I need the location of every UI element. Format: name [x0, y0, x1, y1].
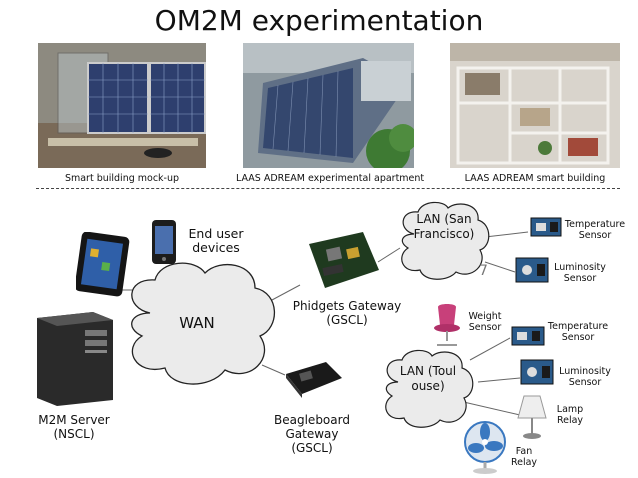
mockup-caption: Smart building mock-up — [64, 173, 180, 184]
sf-temperature-label: Temperature Sensor — [564, 219, 626, 241]
section-divider — [36, 188, 620, 189]
phidgets-board-icon — [303, 230, 383, 292]
chair-icon — [432, 303, 464, 347]
smartphone-icon — [150, 218, 178, 266]
mockup-photo — [38, 43, 206, 168]
temperature-sensor-icon — [530, 216, 562, 238]
lan-toulouse-cloud — [380, 348, 476, 430]
phidgets-gateway-label: Phidgets Gateway (GSCL) — [292, 299, 402, 327]
smart-building-photo — [450, 43, 620, 168]
lan-toulouse-label: LAN (Toulouse) — [388, 364, 468, 394]
temperature-sensor-icon — [511, 325, 545, 347]
wan-cloud — [120, 258, 280, 390]
apartment-photo — [243, 43, 414, 168]
weight-sensor-label: Weight Sensor — [468, 311, 502, 333]
tablet-icon — [76, 232, 132, 298]
lan-toulouse-text: LAN (Toulouse) — [399, 364, 457, 393]
lan-sf-cloud — [396, 200, 492, 282]
lan-sf-text: LAN (San Francisco) — [413, 212, 475, 241]
lan-sf-label: LAN (San Francisco) — [404, 212, 484, 242]
toulouse-temperature-label: Temperature Sensor — [547, 321, 609, 343]
lamp-icon — [516, 394, 548, 440]
beagleboard-gateway-label: Beagleboard Gateway (GSCL) — [274, 413, 350, 455]
fan-relay-label: Fan Relay — [510, 446, 538, 468]
wan-label: WAN — [179, 314, 215, 332]
end-user-devices-label: End user devices — [188, 226, 244, 255]
m2m-server-label: M2M Server (NSCL) — [38, 413, 110, 441]
toulouse-luminosity-label: Luminosity Sensor — [559, 366, 611, 388]
beagleboard-icon — [282, 358, 344, 400]
fan-icon — [460, 420, 510, 474]
luminosity-sensor-icon — [515, 256, 549, 284]
page-title: OM2M experimentation — [154, 4, 484, 37]
server-icon — [33, 308, 117, 406]
luminosity-sensor-icon — [520, 358, 554, 386]
lamp-relay-label: Lamp Relay — [556, 404, 584, 426]
apartment-caption: LAAS ADREAM experimental apartment — [236, 173, 425, 184]
stray-mark: 7 — [479, 263, 488, 279]
sf-luminosity-label: Luminosity Sensor — [554, 262, 606, 284]
smart-building-caption: LAAS ADREAM smart building — [464, 173, 606, 184]
